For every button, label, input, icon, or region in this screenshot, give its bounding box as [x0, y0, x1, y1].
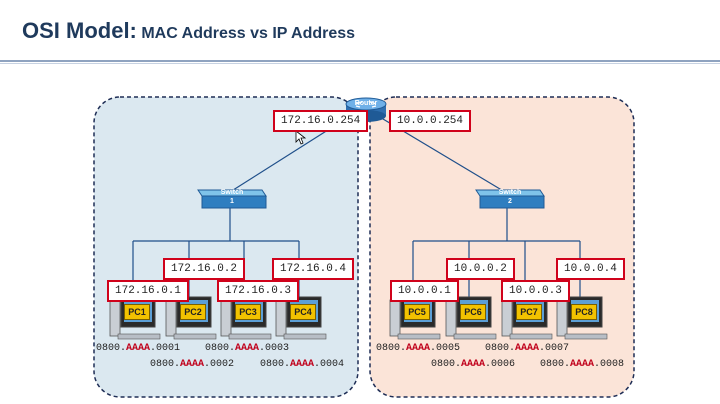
pc2-mac: 0800.AAAA.0002	[150, 359, 234, 370]
mouse-cursor-icon	[295, 130, 307, 145]
pc8-ip: 10.0.0.4	[556, 258, 625, 280]
pc5-label: PC5	[404, 304, 430, 320]
pc4-label: PC4	[290, 304, 316, 320]
switch-1-label: Switch	[220, 189, 244, 196]
mac-highlight: AAAA	[406, 343, 431, 354]
mac-highlight: AAAA	[180, 359, 205, 370]
switch-1-icon	[197, 189, 267, 209]
mac-prefix: 0800.	[96, 343, 127, 354]
mac-suffix: .0002	[204, 359, 235, 370]
pc3-ip: 172.16.0.3	[217, 280, 300, 302]
title-main: OSI Model:	[22, 18, 137, 43]
mac-suffix: .0008	[594, 359, 625, 370]
pc1-mac: 0800.AAAA.0001	[96, 343, 180, 354]
pc8-label: PC8	[571, 304, 597, 320]
pc3-label: PC3	[235, 304, 261, 320]
mac-prefix: 0800.	[540, 359, 571, 370]
title-divider	[0, 60, 720, 62]
pc6-ip: 10.0.0.2	[446, 258, 515, 280]
router-label: Router	[354, 100, 378, 107]
mac-prefix: 0800.	[205, 343, 236, 354]
pc6-mac: 0800.AAAA.0006	[431, 359, 515, 370]
pc1-ip: 172.16.0.1	[107, 280, 190, 302]
mac-suffix: .0007	[539, 343, 570, 354]
mac-highlight: AAAA	[290, 359, 315, 370]
mac-highlight: AAAA	[126, 343, 151, 354]
pc3-mac: 0800.AAAA.0003	[205, 343, 289, 354]
mac-suffix: .0006	[485, 359, 516, 370]
mac-highlight: AAAA	[461, 359, 486, 370]
pc8-mac: 0800.AAAA.0008	[540, 359, 624, 370]
switch-2-label: Switch	[498, 189, 522, 196]
switch-2-icon	[475, 189, 545, 209]
slide-title: OSI Model: MAC Address vs IP Address	[22, 18, 355, 52]
mac-highlight: AAAA	[515, 343, 540, 354]
switch-1-number: 1	[230, 198, 234, 205]
pc2-label: PC2	[180, 304, 206, 320]
mac-prefix: 0800.	[485, 343, 516, 354]
router-right-ip: 10.0.0.254	[389, 110, 472, 132]
pc4-ip: 172.16.0.4	[272, 258, 355, 280]
mac-prefix: 0800.	[376, 343, 407, 354]
mac-prefix: 0800.	[431, 359, 462, 370]
pc7-ip: 10.0.0.3	[501, 280, 570, 302]
pc5-ip: 10.0.0.1	[390, 280, 459, 302]
pc7-label: PC7	[516, 304, 542, 320]
pc4-mac: 0800.AAAA.0004	[260, 359, 344, 370]
mac-suffix: .0005	[430, 343, 461, 354]
mac-prefix: 0800.	[260, 359, 291, 370]
pc1-label: PC1	[124, 304, 150, 320]
mac-suffix: .0001	[150, 343, 181, 354]
mac-suffix: .0003	[259, 343, 290, 354]
mac-prefix: 0800.	[150, 359, 181, 370]
mac-highlight: AAAA	[570, 359, 595, 370]
title-divider-thin	[0, 63, 720, 64]
switch-2-number: 2	[508, 198, 512, 205]
router-left-ip: 172.16.0.254	[273, 110, 369, 132]
title-sub: MAC Address vs IP Address	[141, 25, 356, 42]
pc6-label: PC6	[460, 304, 486, 320]
mac-highlight: AAAA	[235, 343, 260, 354]
pc5-mac: 0800.AAAA.0005	[376, 343, 460, 354]
mac-suffix: .0004	[314, 359, 345, 370]
pc7-mac: 0800.AAAA.0007	[485, 343, 569, 354]
pc2-ip: 172.16.0.2	[163, 258, 246, 280]
